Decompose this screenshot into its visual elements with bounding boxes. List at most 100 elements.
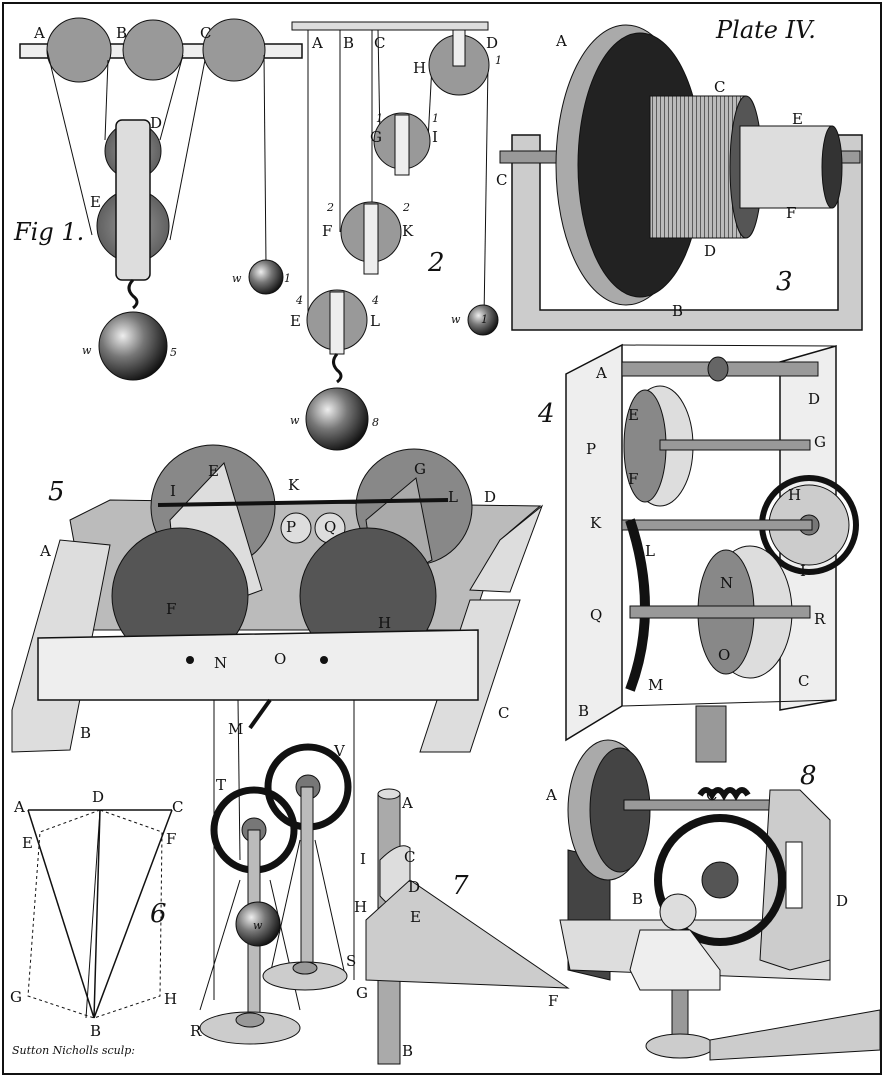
fig5-label-g: G xyxy=(414,460,426,478)
fig5-label-c: C xyxy=(498,704,509,722)
fig3-drum-e xyxy=(739,125,833,209)
fig4-plate-front xyxy=(565,343,623,742)
fig8-worm-axle xyxy=(623,799,775,811)
fig4-label-q: Q xyxy=(590,606,602,624)
wheels-label-r: R xyxy=(190,1022,202,1040)
fig7-label-d: D xyxy=(408,878,420,896)
fig3-label-b: B xyxy=(672,302,683,320)
fig8-label-a: A xyxy=(545,786,557,804)
fig7-label-h: H xyxy=(354,898,367,916)
fig6-number: 6 xyxy=(150,899,167,929)
fig1-pulley-b xyxy=(122,19,184,81)
fig1-caption: Fig 1. xyxy=(13,218,84,246)
fig2-label-h-num: 1 xyxy=(495,54,502,67)
fig7-label-i: I xyxy=(360,850,366,868)
fig4-label-c: C xyxy=(798,672,809,690)
fig5-label-a: A xyxy=(39,542,51,560)
fig8-gear xyxy=(654,814,786,946)
fig2-label-f: F xyxy=(322,222,332,240)
fig8-label-c: C xyxy=(706,786,717,804)
fig4-label-i: I xyxy=(800,562,806,580)
fig2-label-d: D xyxy=(486,34,498,52)
fig5-front-rail xyxy=(37,629,479,701)
fig7-label-b: B xyxy=(402,1042,413,1060)
fig5-label-o: O xyxy=(274,650,286,668)
scale-pan-r xyxy=(199,1011,301,1045)
figure-3: A B C D E F C 3 xyxy=(496,24,863,331)
fig6-label-a: A xyxy=(13,798,25,816)
fig6-label-c: C xyxy=(172,798,183,816)
plate-title: Plate IV. xyxy=(715,16,816,44)
fig8-pedestal xyxy=(629,929,721,991)
fig7-label-e: E xyxy=(410,908,421,926)
fig4-label-d: D xyxy=(808,390,820,408)
fig1-block xyxy=(115,119,151,281)
fig2-w-small: w xyxy=(451,313,461,326)
fig4-label-a: A xyxy=(595,364,607,382)
fig2-weight-large xyxy=(305,387,369,451)
fig5-label-e: E xyxy=(208,462,219,480)
fig4-label-o: O xyxy=(718,646,730,664)
fig3-label-f: F xyxy=(786,204,796,222)
fig1-label-b: B xyxy=(116,24,127,42)
figure-4: A B C D P K Q E F G H I L M N O R 4 xyxy=(537,343,859,763)
fig4-label-m: M xyxy=(648,676,663,694)
fig1-label-a: A xyxy=(33,24,45,42)
figure-2: A B C D H 1 G I 1 1 F K 2 2 2 E L 4 4 w … xyxy=(290,21,502,451)
fig2-label-k: K xyxy=(402,222,414,240)
fig3-number: 3 xyxy=(776,267,793,297)
fig2-ceiling-beam xyxy=(291,21,489,31)
fig2-label-f-num: 2 xyxy=(326,201,334,214)
fig5-number: 5 xyxy=(48,477,65,507)
fig2-label-l: L xyxy=(370,312,380,330)
fig5-label-n: N xyxy=(214,654,227,672)
fig1-w-big-num: 5 xyxy=(170,346,177,359)
fig2-label-e: E xyxy=(290,312,301,330)
figure-5: E G K I L D A B C F H M N O P Q 5 xyxy=(11,444,544,753)
fig6-label-f: F xyxy=(166,830,176,848)
fig2-label-h: H xyxy=(413,59,426,77)
fig2-label-l-num: 4 xyxy=(371,294,379,307)
fig5-label-k: K xyxy=(288,476,300,494)
fig1-label-d: D xyxy=(150,114,162,132)
fig2-label-e-num: 4 xyxy=(295,294,303,307)
figure-8: A B C D 8 xyxy=(545,739,881,1061)
fig3-label-a: A xyxy=(555,32,567,50)
fig1-weight-small xyxy=(248,259,284,295)
fig7-number: 7 xyxy=(452,871,469,901)
fig5-label-f: F xyxy=(166,600,176,618)
fig2-w-big-num: 8 xyxy=(372,416,379,429)
fig7-inclined-plane xyxy=(365,879,570,989)
fig2-label-i: I xyxy=(432,128,438,146)
fig1-w-small-num: 1 xyxy=(284,272,291,285)
fig7-label-a: A xyxy=(401,794,413,812)
fig5-label-m: M xyxy=(228,720,243,738)
fig4-label-p: P xyxy=(586,440,596,458)
fig2-label-b: B xyxy=(343,34,354,52)
fig4-label-r: R xyxy=(814,610,826,628)
fig5-label-l: L xyxy=(448,488,458,506)
fig6-label-g: G xyxy=(10,988,22,1006)
figure-wheels: T V R S w xyxy=(190,699,356,1045)
fig4-label-k: K xyxy=(590,514,602,532)
fig6-label-d: D xyxy=(92,788,104,806)
fig6-label-b: B xyxy=(90,1022,101,1040)
fig4-label-l: L xyxy=(645,542,655,560)
fig5-label-p: P xyxy=(286,518,296,536)
figure-6: A B C D E F G H 6 xyxy=(10,788,183,1040)
fig3-label-e: E xyxy=(792,110,803,128)
fig2-w-small-num: 1 xyxy=(481,313,488,326)
wheels-label-w: w xyxy=(253,919,263,932)
figure-1: A B C D E Fig 1. w 1 w 5 xyxy=(13,17,303,381)
fig4-label-h: H xyxy=(788,486,801,504)
fig4-label-f: F xyxy=(628,470,638,488)
fig8-label-d: D xyxy=(836,892,848,910)
fig1-label-e: E xyxy=(90,193,101,211)
fig3-label-c-left: C xyxy=(496,171,507,189)
fig2-label-c: C xyxy=(374,34,385,52)
fig5-label-b: B xyxy=(80,724,91,742)
fig2-label-a: A xyxy=(311,34,323,52)
fig7-label-c: C xyxy=(404,848,415,866)
fig1-w-big: w xyxy=(82,344,92,357)
